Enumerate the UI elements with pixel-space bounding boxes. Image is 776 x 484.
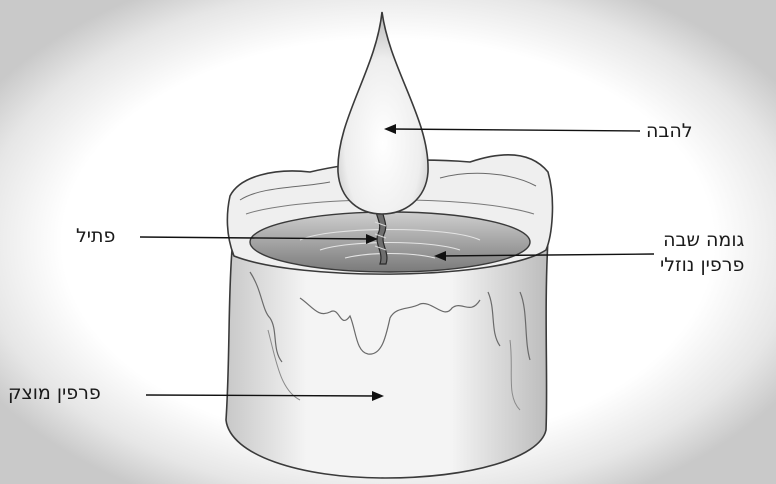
label-solid-paraffin: פרפין מוצק — [8, 381, 101, 406]
candle-body — [226, 240, 548, 478]
label-flame: להבה — [646, 119, 693, 144]
label-liquid-pool: גומה שבה פרפין נוזלי — [660, 228, 744, 277]
label-liquid-pool-line2: פרפין נוזלי — [660, 253, 744, 278]
label-liquid-pool-line1: גומה שבה — [660, 228, 744, 253]
label-wick: פתיל — [76, 224, 115, 249]
liquid-paraffin-pool — [250, 212, 530, 272]
